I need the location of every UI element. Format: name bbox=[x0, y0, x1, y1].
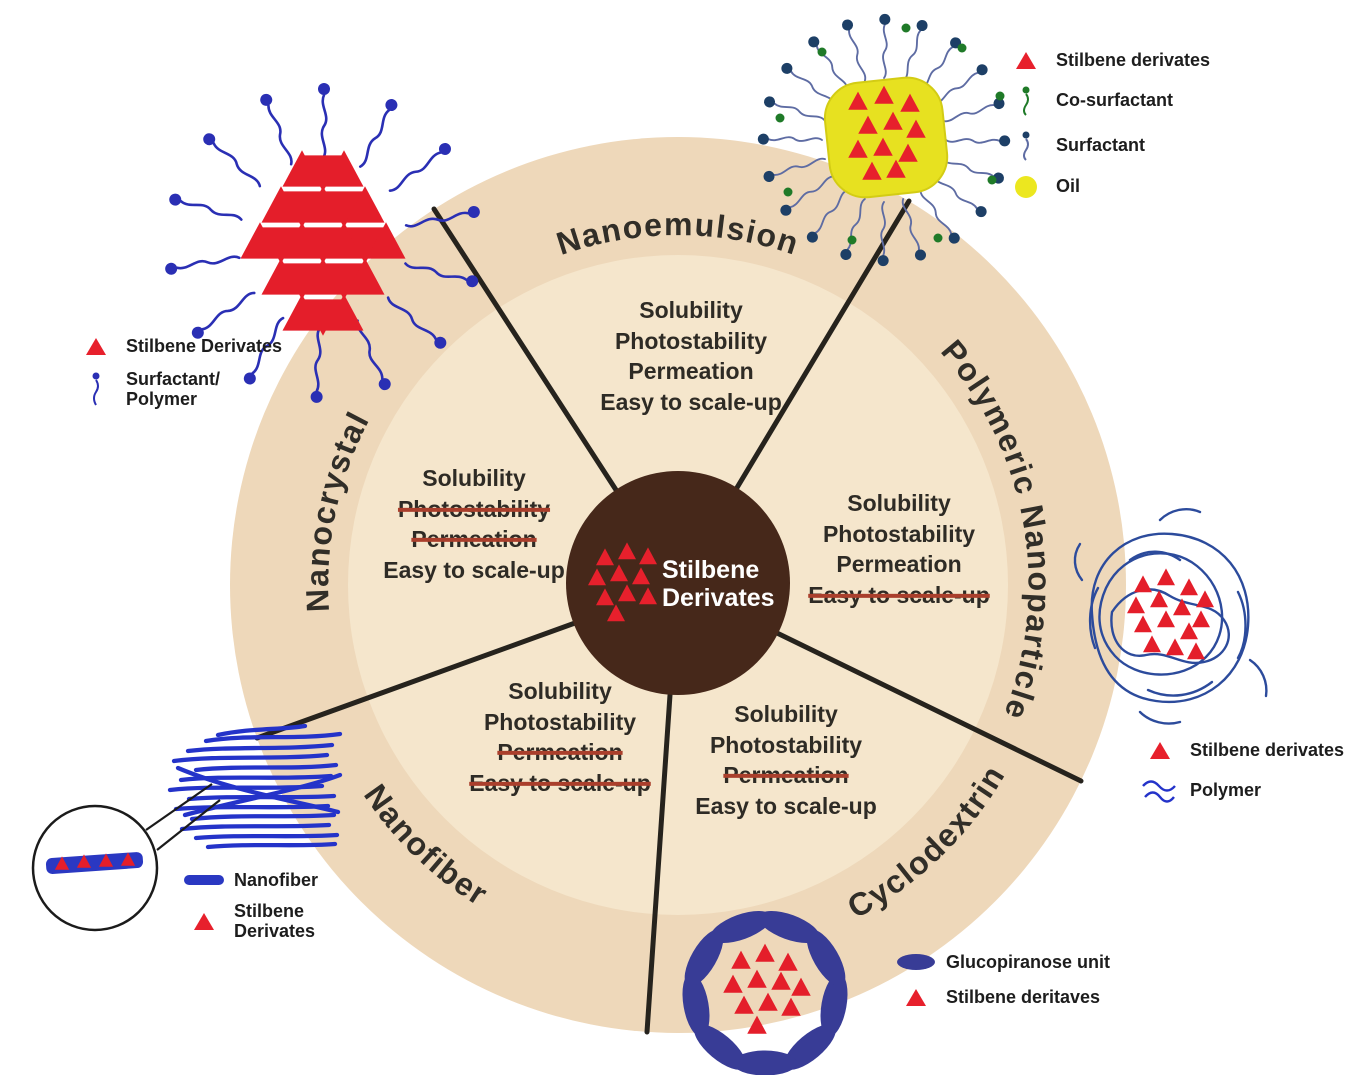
legend-label: Stilbene derivates bbox=[1190, 740, 1345, 760]
stilbene-triangle-icon bbox=[184, 912, 224, 930]
sector-item: Solubility bbox=[422, 464, 526, 491]
legend-label: Nanofiber bbox=[234, 870, 319, 890]
legend-label: Stilbene Derivates bbox=[234, 900, 316, 942]
legend-row: Stilbene Derivates bbox=[76, 336, 282, 357]
polymeric-triangles bbox=[1127, 568, 1214, 660]
sector-items-nanofiber: Solubility Photostability Permeation Eas… bbox=[469, 676, 651, 798]
legend-cyclodextrin: Glucopiranose unit Stilbene deritaves bbox=[896, 952, 1110, 1007]
center-title: Stilbene Derivates bbox=[662, 556, 775, 612]
sector-item: Photostability bbox=[614, 327, 768, 354]
nanofiber-bar-icon bbox=[184, 875, 224, 886]
legend-row: Stilbene deritaves bbox=[896, 987, 1110, 1008]
polymer-scribbles bbox=[1073, 508, 1268, 725]
sector-item: Solubility bbox=[734, 700, 838, 727]
sector-item: Solubility bbox=[639, 296, 743, 323]
surfactant-squiggle-icon bbox=[76, 372, 116, 406]
legend-nanoemulsion: Stilbene derivates Co-surfactant Surfact… bbox=[1006, 50, 1210, 198]
legend-row: Co-surfactant bbox=[1006, 86, 1210, 116]
wheel: Nanoemulsion Polymeric Nanoparticle Cycl… bbox=[230, 137, 1126, 1035]
fiber-bundle bbox=[167, 723, 343, 850]
sector-items-polymeric-nanoparticle: Solubility Photostability Permeation Eas… bbox=[808, 488, 990, 610]
sector-item: Photostability bbox=[822, 520, 976, 547]
legend-label: Polymer bbox=[1190, 780, 1262, 801]
nanofiber-illustration bbox=[31, 723, 343, 932]
center-title-line1: Stilbene bbox=[662, 556, 760, 584]
polymer-scribble-icon bbox=[1140, 777, 1180, 805]
stilbene-triangle-icon bbox=[76, 337, 116, 355]
sector-item: Easy to scale-up bbox=[808, 581, 990, 608]
polymeric-nanoparticle-illustration bbox=[1073, 508, 1268, 725]
legend-row: Nanofiber bbox=[184, 870, 318, 891]
co-surfactant-dots bbox=[775, 23, 1005, 245]
legend-label: Surfactant/ Polymer bbox=[126, 368, 221, 410]
legend-row: Oil bbox=[1006, 175, 1210, 198]
legend-label: Surfactant bbox=[1056, 135, 1146, 156]
sector-items-cyclodextrin: Solubility Photostability Permeation Eas… bbox=[695, 699, 877, 821]
legend-label: Oil bbox=[1056, 176, 1081, 197]
sector-item: Permeation bbox=[628, 358, 754, 384]
sector-divider-lines bbox=[254, 198, 1084, 1035]
stilbene-triangle-icon bbox=[1140, 741, 1180, 759]
surfactant-squiggle-icon bbox=[1006, 131, 1046, 161]
sector-items-nanoemulsion: Solubility Photostability Permeation Eas… bbox=[600, 295, 782, 417]
sector-items-nanocrystal: Solubility Photostability Permeation Eas… bbox=[383, 463, 565, 585]
sector-item: Easy to scale-up bbox=[695, 792, 877, 819]
stilbene-triangle-icon bbox=[1006, 51, 1046, 69]
sector-item: Permeation bbox=[836, 551, 962, 577]
sector-item: Easy to scale-up bbox=[600, 388, 782, 415]
sector-item: Permeation bbox=[411, 526, 537, 552]
oil-circle-icon bbox=[1006, 175, 1046, 198]
sector-item: Solubility bbox=[847, 489, 951, 516]
legend-label: Stilbene derivates bbox=[1056, 50, 1211, 70]
legend-label: Stilbene Derivates bbox=[126, 336, 283, 356]
legend-row: Glucopiranose unit bbox=[896, 952, 1110, 973]
legend-row: Surfactant/ Polymer bbox=[76, 369, 282, 410]
legend-row: Stilbene Derivates bbox=[184, 901, 318, 942]
legend-polymeric-nanoparticle: Stilbene derivates Polymer bbox=[1140, 740, 1344, 805]
nanofiber-bar-zoomed bbox=[45, 852, 144, 874]
glucopiranose-ring bbox=[682, 910, 848, 1075]
legend-nanocrystal: Stilbene Derivates Surfactant/ Polymer bbox=[76, 336, 282, 410]
legend-nanofiber: Nanofiber Stilbene Derivates bbox=[184, 870, 318, 942]
glucopiranose-oval-icon bbox=[896, 954, 936, 971]
legend-row: Surfactant bbox=[1006, 131, 1210, 161]
sector-item: Permeation bbox=[497, 739, 623, 765]
legend-label: Co-surfactant bbox=[1056, 90, 1174, 111]
sector-item: Photostability bbox=[397, 495, 551, 522]
magnifier-pointer-lines bbox=[145, 783, 221, 851]
legend-row: Polymer bbox=[1140, 777, 1344, 805]
sector-item: Solubility bbox=[508, 677, 612, 704]
co-surfactant-squiggle-icon bbox=[1006, 86, 1046, 116]
legend-row: Stilbene derivates bbox=[1006, 50, 1210, 71]
sector-item: Photostability bbox=[483, 708, 637, 735]
center-title-line2: Derivates bbox=[662, 584, 775, 612]
stilbene-triangle-icon bbox=[896, 988, 936, 1006]
sector-item: Photostability bbox=[709, 731, 863, 758]
cyclodextrin-illustration bbox=[682, 910, 848, 1075]
sector-item: Permeation bbox=[723, 762, 849, 788]
legend-row: Stilbene derivates bbox=[1140, 740, 1344, 761]
sector-item: Easy to scale-up bbox=[469, 769, 651, 796]
center-circle bbox=[566, 471, 790, 695]
legend-label: Glucopiranose unit bbox=[946, 952, 1111, 972]
legend-label: Stilbene deritaves bbox=[946, 986, 1101, 1007]
nanoemulsion-illustration bbox=[756, 12, 1012, 268]
sector-item: Easy to scale-up bbox=[383, 556, 565, 583]
